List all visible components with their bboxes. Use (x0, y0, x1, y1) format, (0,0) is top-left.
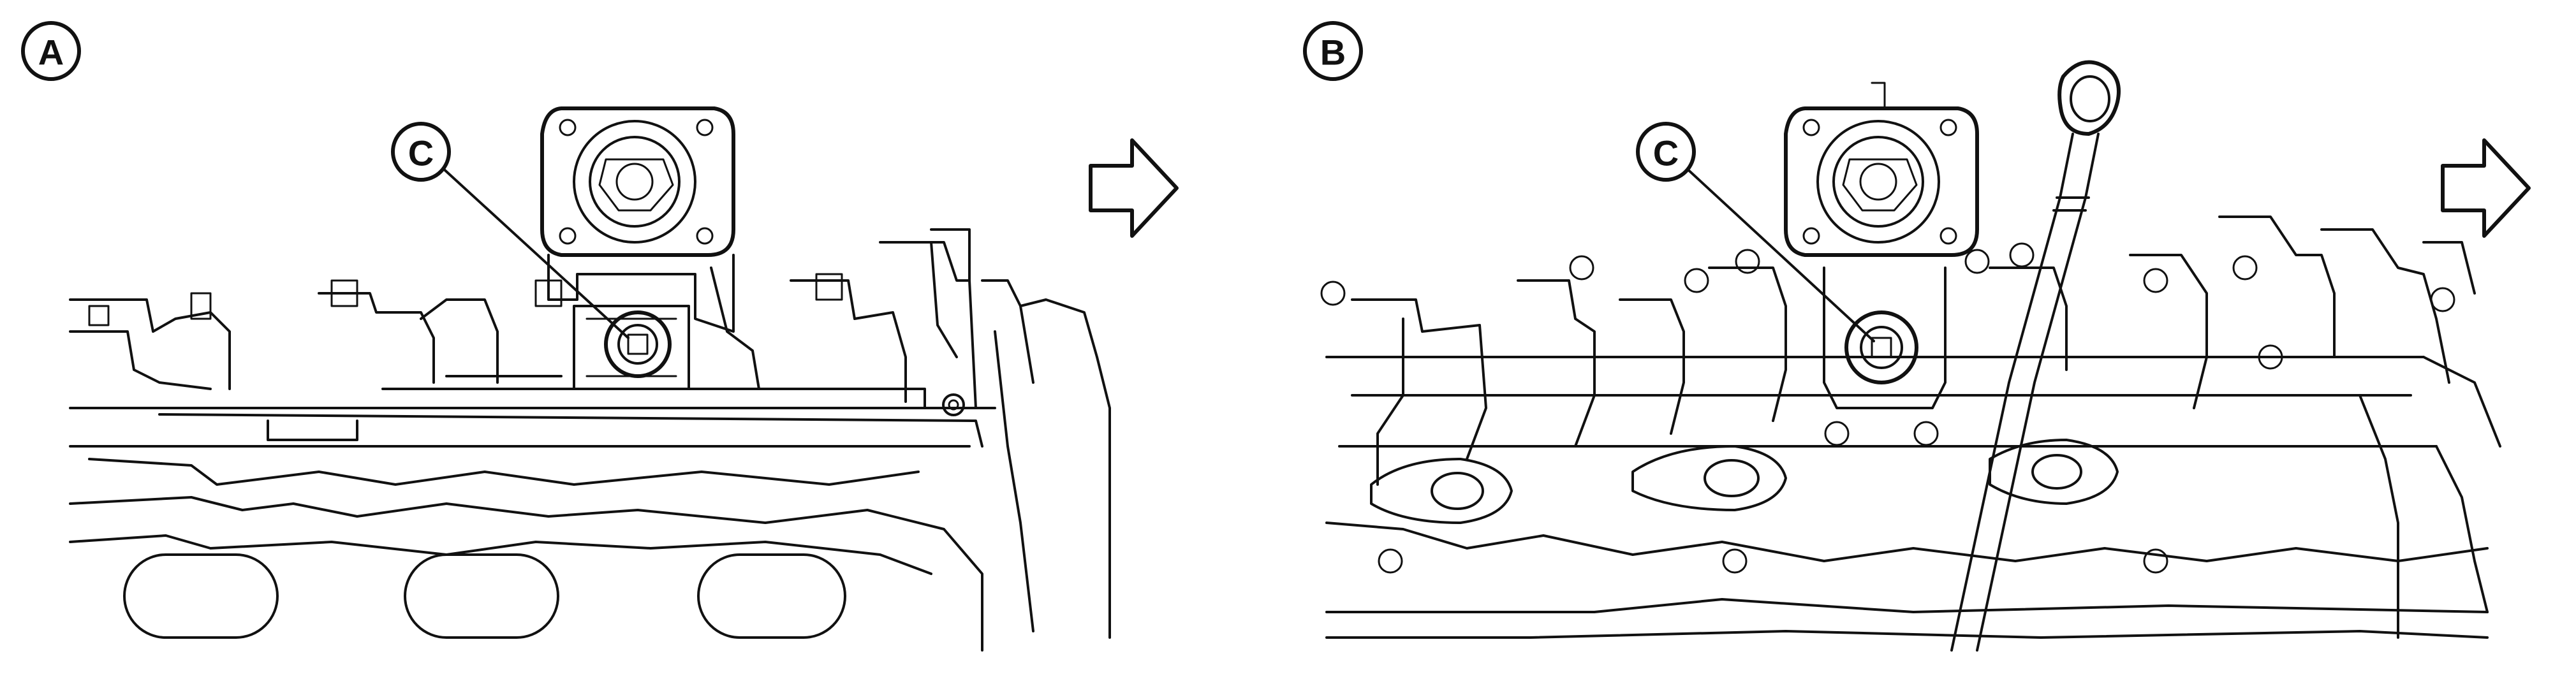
engine-illustration-b (1320, 60, 2501, 652)
leader-line-b (1682, 164, 1875, 342)
panel-b-label: B (1303, 21, 1363, 81)
panel-a-label: A (21, 21, 81, 81)
engine-illustration-a (69, 106, 1111, 652)
svg-text:C: C (408, 133, 434, 173)
panel-a: A (21, 21, 1179, 652)
svg-text:B: B (1320, 33, 1346, 73)
svg-text:C: C (1653, 133, 1679, 173)
svg-text:A: A (38, 33, 64, 73)
callout-c-b: C (1636, 122, 1696, 182)
panel-b: B (1303, 21, 2531, 652)
leader-line-a (439, 164, 629, 339)
callout-c-a: C (391, 122, 451, 182)
right-arrow-icon (1089, 138, 1179, 238)
right-arrow-icon (2441, 138, 2531, 238)
